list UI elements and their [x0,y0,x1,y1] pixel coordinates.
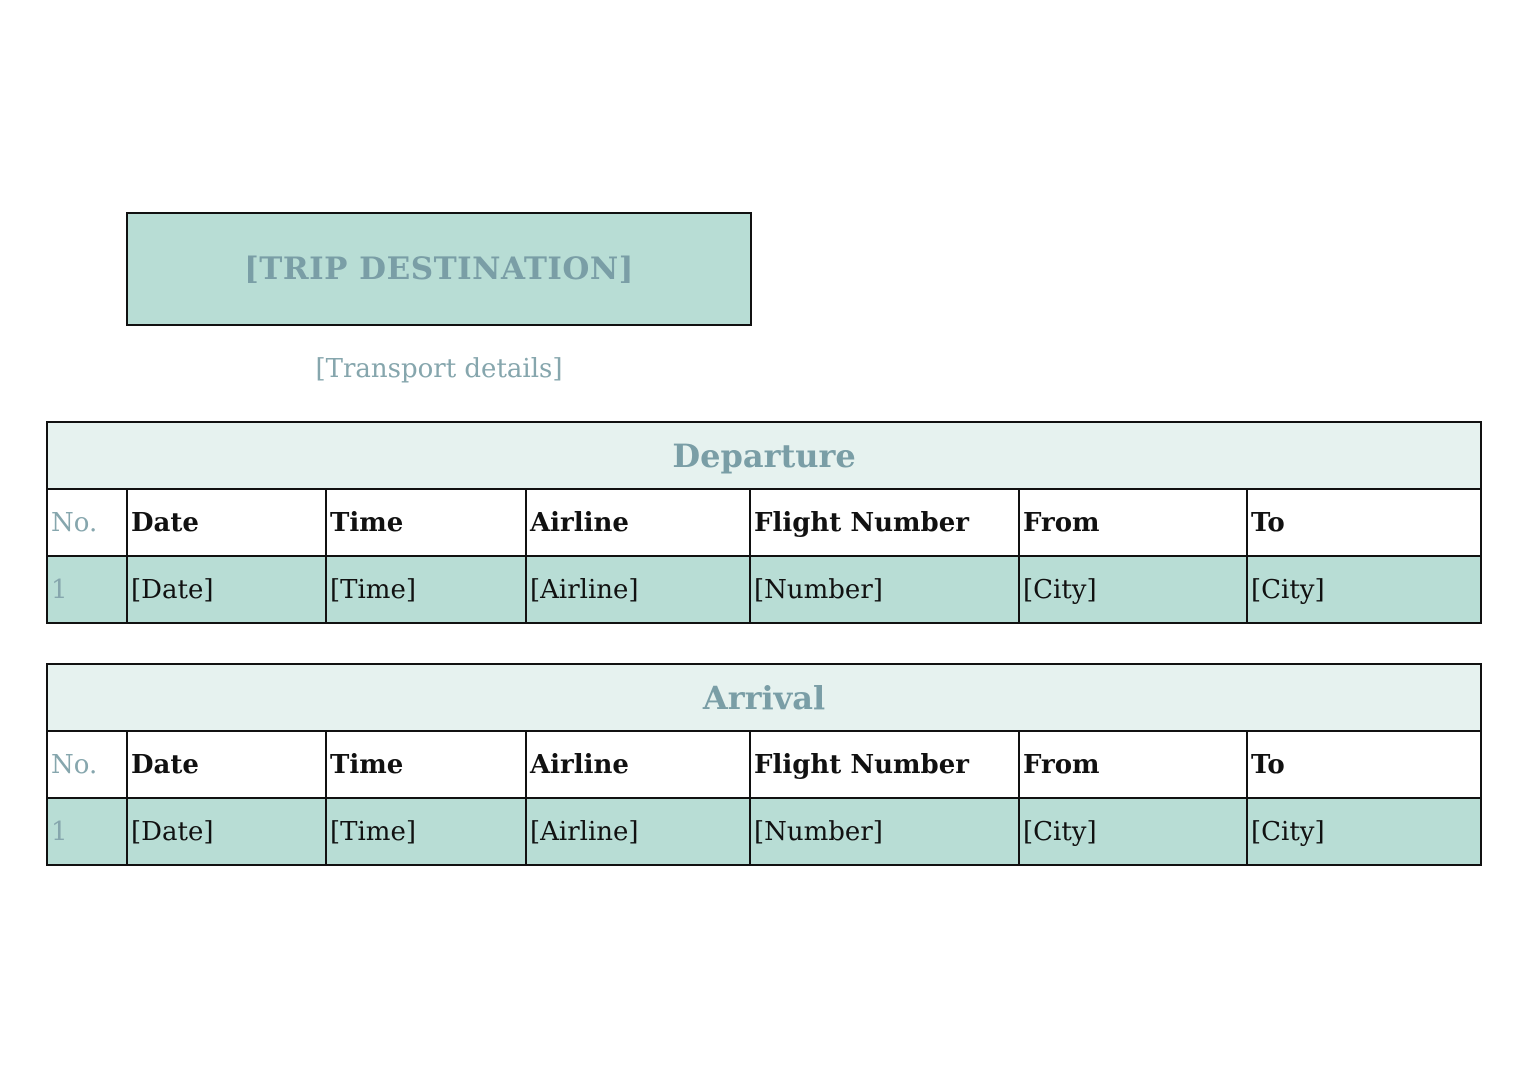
column-header-no: No. [46,488,128,557]
column-header-from: From [1018,488,1248,557]
column-header-no: No. [46,730,128,799]
cell-airline[interactable]: [Airline] [525,555,751,624]
cell-airline[interactable]: [Airline] [525,797,751,866]
column-header-flight-number: Flight Number [749,730,1020,799]
departure-header-row: No. Date Time Airline Flight Number From… [46,488,1483,557]
transport-details-subtitle[interactable]: [Transport details] [315,354,563,384]
departure-table: Departure No. Date Time Airline Flight N… [45,421,1483,624]
arrival-table: Arrival No. Date Time Airline Flight Num… [45,663,1483,866]
cell-time[interactable]: [Time] [325,555,527,624]
arrival-heading-row: Arrival [45,663,1483,732]
cell-flight-number[interactable]: [Number] [749,555,1020,624]
cell-date[interactable]: [Date] [126,797,327,866]
cell-no[interactable]: 1 [46,555,128,624]
arrival-header-row: No. Date Time Airline Flight Number From… [46,730,1483,799]
arrival-heading: Arrival [45,663,1483,732]
column-header-to: To [1245,488,1483,557]
table-row: 1 [Date] [Time] [Airline] [Number] [City… [46,555,1483,624]
column-header-date: Date [126,488,327,557]
departure-heading: Departure [45,421,1483,490]
departure-heading-row: Departure [45,421,1483,490]
cell-to[interactable]: [City] [1245,555,1483,624]
cell-from[interactable]: [City] [1018,797,1248,866]
cell-to[interactable]: [City] [1245,797,1483,866]
cell-date[interactable]: [Date] [126,555,327,624]
cell-no[interactable]: 1 [46,797,128,866]
cell-from[interactable]: [City] [1018,555,1248,624]
column-header-airline: Airline [525,730,751,799]
trip-destination-title: [TRIP DESTINATION] [244,251,634,287]
column-header-to: To [1245,730,1483,799]
column-header-airline: Airline [525,488,751,557]
table-row: 1 [Date] [Time] [Airline] [Number] [City… [46,797,1483,866]
column-header-from: From [1018,730,1248,799]
cell-time[interactable]: [Time] [325,797,527,866]
column-header-time: Time [325,730,527,799]
cell-flight-number[interactable]: [Number] [749,797,1020,866]
trip-destination-box[interactable]: [TRIP DESTINATION] [126,212,752,326]
column-header-time: Time [325,488,527,557]
column-header-date: Date [126,730,327,799]
column-header-flight-number: Flight Number [749,488,1020,557]
